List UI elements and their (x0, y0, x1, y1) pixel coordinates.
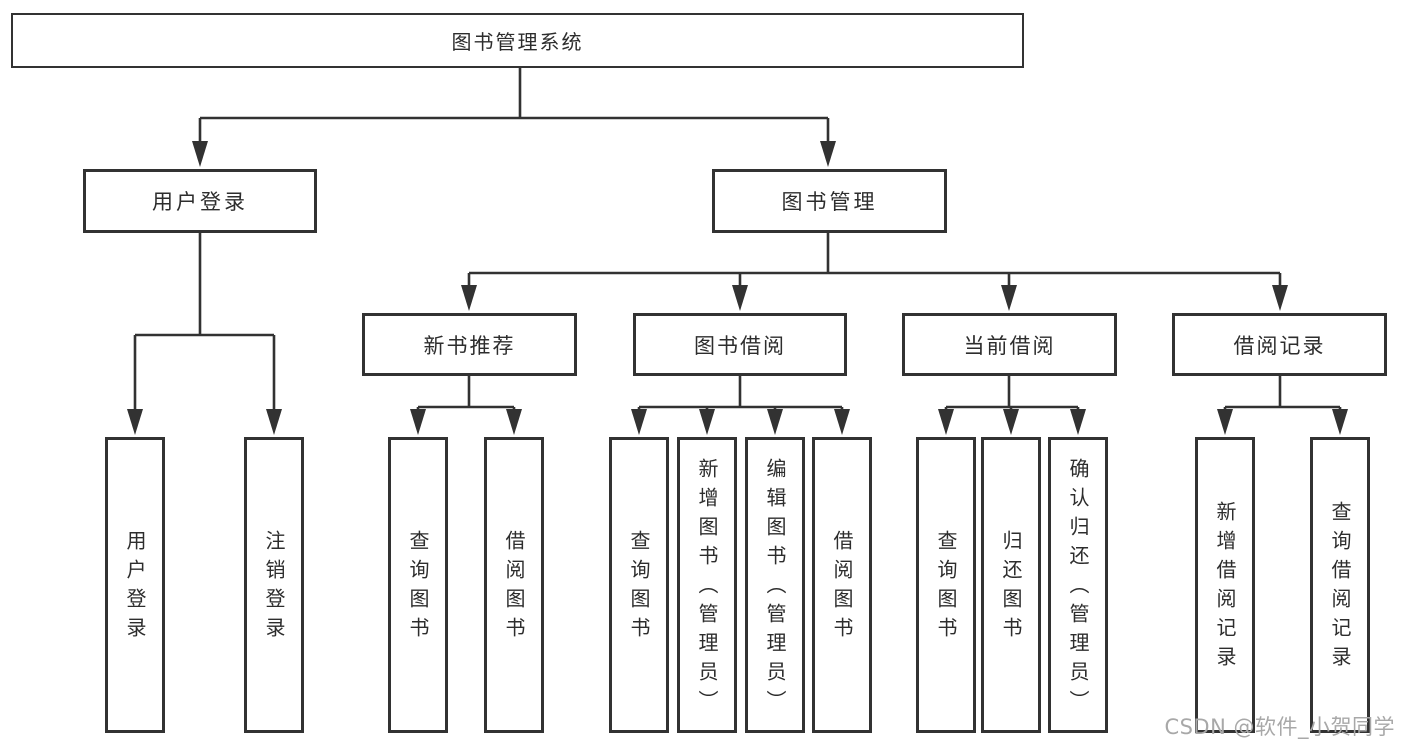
leaf-return-books: 归还图书 (981, 437, 1041, 733)
leaf-add-borrow-record: 新增借阅记录 (1195, 437, 1255, 733)
node-current-borrow: 当前借阅 (902, 313, 1117, 376)
leaf-add-books-admin: 新增图书（管理员） (677, 437, 737, 733)
node-new-book-recommend: 新书推荐 (362, 313, 577, 376)
connector-stems (133, 68, 1342, 410)
node-system-root: 图书管理系统 (11, 13, 1024, 68)
leaf-borrow-books: 借阅图书 (812, 437, 872, 733)
leaf-user-login: 用户登录 (105, 437, 165, 733)
node-user-login: 用户登录 (83, 169, 317, 233)
leaf-query-books-borrow: 查询图书 (609, 437, 669, 733)
leaf-logout: 注销登录 (244, 437, 304, 733)
leaf-query-books-current: 查询图书 (916, 437, 976, 733)
node-borrow-records: 借阅记录 (1172, 313, 1387, 376)
leaf-query-borrow-record: 查询借阅记录 (1310, 437, 1370, 733)
leaf-query-books-recommend: 查询图书 (388, 437, 448, 733)
node-book-management: 图书管理 (712, 169, 947, 233)
leaf-edit-books-admin: 编辑图书（管理员） (745, 437, 805, 733)
leaf-confirm-return-admin: 确认归还（管理员） (1048, 437, 1108, 733)
arrowhead-icons (127, 141, 1348, 435)
leaf-borrow-books-recommend: 借阅图书 (484, 437, 544, 733)
node-book-borrow: 图书借阅 (633, 313, 847, 376)
